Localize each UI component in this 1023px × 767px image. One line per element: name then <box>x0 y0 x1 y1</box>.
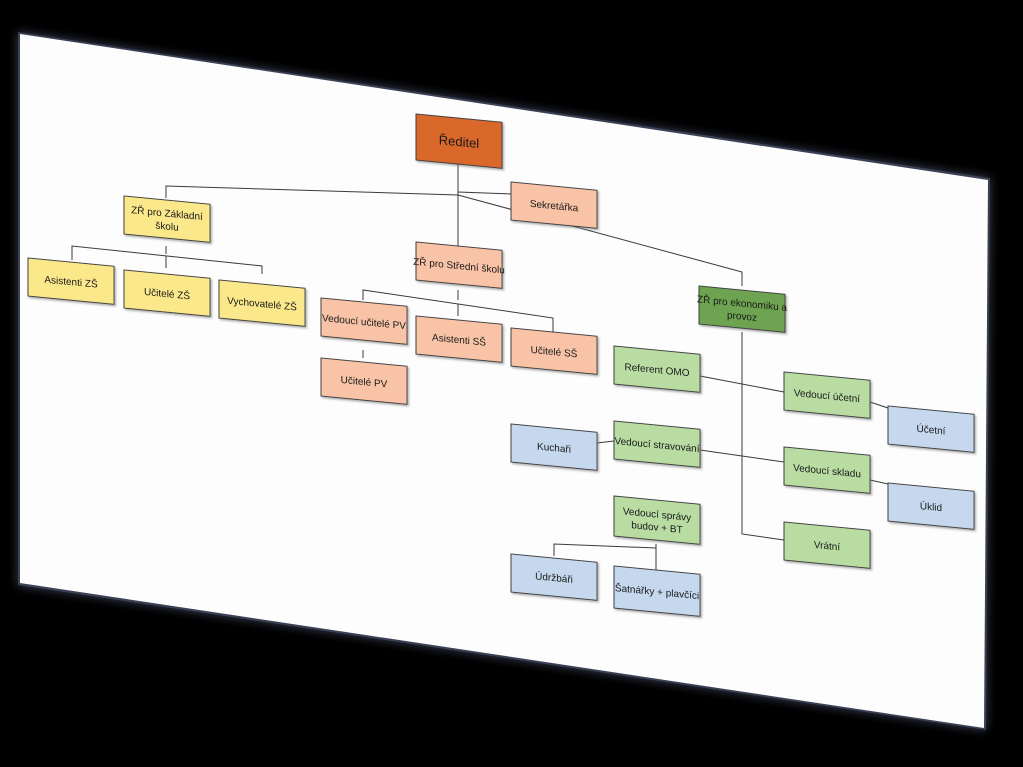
node-vedouci-ucitele-pv: Vedoucí učitelé PV <box>320 297 408 345</box>
node-label-vratni: Vrátní <box>814 540 841 554</box>
connector-uklid <box>869 479 889 485</box>
node-box-vedouci-ucitele-pv <box>320 297 408 345</box>
connector-ucetni <box>869 401 889 409</box>
node-label-ucitele-zs: Učitelé ZŠ <box>144 285 190 302</box>
connector-to-zr-zs <box>165 185 459 198</box>
node-box-vedouci-spravy <box>613 495 701 545</box>
node-label-zr-zs: školu <box>155 221 178 234</box>
node-label-uklid: Úklid <box>920 499 942 514</box>
paper-sheet <box>20 34 988 728</box>
connector-sprava-left <box>553 543 657 556</box>
connector-secretary <box>457 191 513 195</box>
node-sekretarka: Sekretářka <box>510 181 598 229</box>
node-box-ucitele-pv <box>320 357 408 405</box>
connector-ekon-trunk <box>741 332 785 541</box>
node-referent-omo: Referent OMO <box>613 345 701 393</box>
node-label-kuchari: Kuchaři <box>537 442 571 456</box>
connector-strav-sklad <box>699 449 785 463</box>
connector-omo-ucetni <box>699 375 785 393</box>
node-label-reditel: Ředitel <box>439 132 480 151</box>
node-box-uklid <box>887 482 975 530</box>
node-label-udrzbari: Údržbáři <box>535 569 573 586</box>
connector-zs-bar <box>71 245 263 274</box>
node-box-vratni <box>783 521 871 569</box>
node-box-referent-omo <box>613 345 701 393</box>
node-box-vedouci-skladu <box>783 446 871 494</box>
node-label-ucitele-pv: Učitelé PV <box>341 375 388 390</box>
node-box-zr-ss <box>415 241 503 289</box>
node-asistenti-ss: Asistenti SŠ <box>415 315 503 363</box>
node-box-asistenti-zs <box>27 257 115 305</box>
node-vedouci-skladu: Vedoucí skladu <box>783 446 871 494</box>
node-box-sekretarka <box>510 181 598 229</box>
node-box-reditel <box>415 113 503 169</box>
node-box-udrzbari <box>510 553 598 601</box>
node-box-ucetni <box>887 405 975 453</box>
node-box-vedouci-ucetni <box>783 371 871 419</box>
node-reditel: Ředitel <box>415 113 503 169</box>
node-ucitele-ss: Učitelé SŠ <box>510 327 598 375</box>
node-box-satnarky <box>613 565 701 617</box>
node-vychovatele-zs: Vychovatelé ZŠ <box>218 279 306 327</box>
node-kuchari: Kuchaři <box>510 423 598 471</box>
node-asistenti-zs: Asistenti ZŠ <box>27 257 115 305</box>
node-box-zr-ekon <box>698 285 786 333</box>
node-zr-ss: ZŘ pro Střední školu <box>413 241 505 289</box>
node-satnarky: Šatnářky + plavčíci <box>613 565 701 617</box>
node-label-sekretarka: Sekretářka <box>530 199 579 215</box>
connector-kuchari <box>596 440 615 444</box>
node-label-zr-ekon: provoz <box>727 310 757 324</box>
node-vratni: Vrátní <box>783 521 871 569</box>
node-box-kuchari <box>510 423 598 471</box>
node-udrzbari: Údržbáři <box>510 553 598 601</box>
node-box-ucitele-ss <box>510 327 598 375</box>
node-box-vedouci-stravovani <box>613 420 701 468</box>
node-ucetni: Účetní <box>887 405 975 453</box>
node-box-asistenti-ss <box>415 315 503 363</box>
node-ucitele-zs: Učitelé ZŠ <box>123 269 211 317</box>
node-label-vedouci-spravy: budov + BT <box>631 520 682 536</box>
node-box-vychovatele-zs <box>218 279 306 327</box>
node-ucitele-pv: Učitelé PV <box>320 357 408 405</box>
node-box-ucitele-zs <box>123 269 211 317</box>
node-label-ucetni: Účetní <box>917 422 946 438</box>
node-box-zr-zs <box>123 195 211 243</box>
node-vedouci-stravovani: Vedoucí stravování <box>613 420 701 468</box>
node-uklid: Úklid <box>887 482 975 530</box>
node-vedouci-ucetni: Vedoucí účetní <box>783 371 871 419</box>
